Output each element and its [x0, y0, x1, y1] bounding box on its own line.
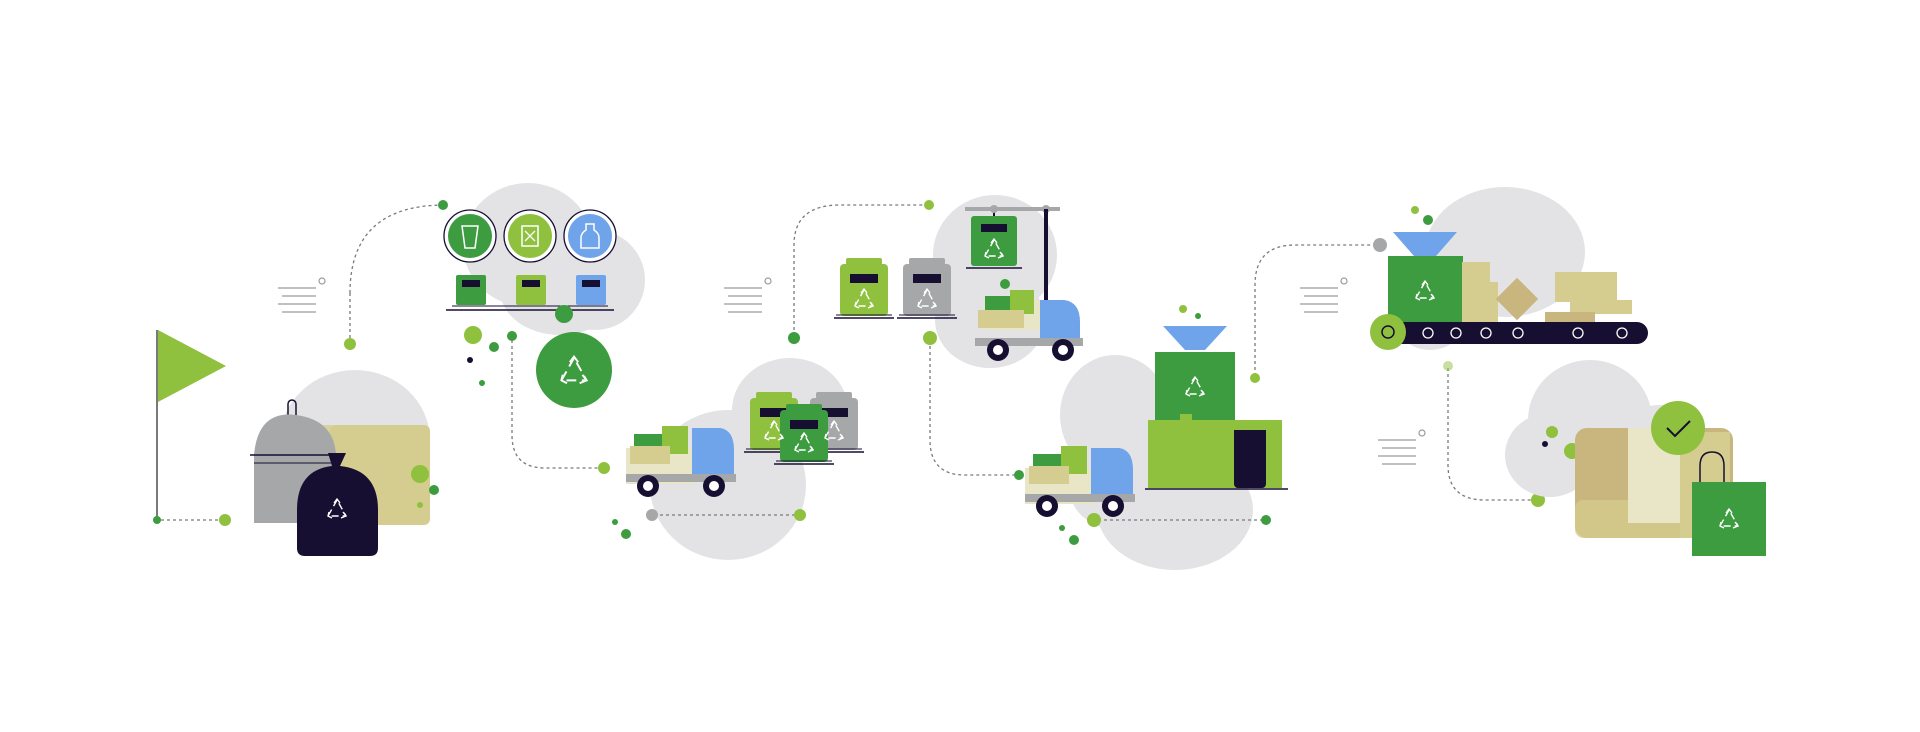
step-processing — [1025, 305, 1288, 570]
recycling-plant-icon — [1145, 326, 1288, 490]
step-loading — [833, 195, 1083, 368]
step-reuse — [1505, 360, 1766, 556]
step-manufacturing — [1370, 187, 1648, 350]
checkmark-icon — [1651, 401, 1705, 455]
connector-4 — [929, 340, 1015, 476]
text-lines-icon — [1378, 429, 1426, 465]
connector-1 — [349, 204, 446, 294]
step-transport — [612, 358, 865, 560]
connector-3 — [793, 204, 925, 336]
flag-icon — [153, 330, 231, 526]
text-lines-icon — [278, 277, 326, 313]
sorting-bin-icon — [446, 275, 614, 311]
cup-icon — [443, 209, 497, 263]
text-lines-icon — [1300, 277, 1348, 313]
bottle-icon — [563, 209, 617, 263]
forklift-icon — [965, 205, 1083, 361]
trash-can-icon — [250, 399, 340, 523]
connector-2 — [511, 340, 600, 469]
shopping-bag-icon — [1692, 451, 1766, 556]
text-lines-icon — [724, 277, 772, 313]
conveyor-belt-icon — [1370, 232, 1648, 350]
recycle-icon — [536, 332, 612, 408]
paper-icon — [503, 209, 557, 263]
connector-6 — [1447, 368, 1535, 501]
garbage-bag-icon — [297, 453, 378, 556]
step-collection — [250, 370, 439, 556]
step-sorting — [443, 183, 645, 408]
connector-5 — [1254, 244, 1375, 376]
